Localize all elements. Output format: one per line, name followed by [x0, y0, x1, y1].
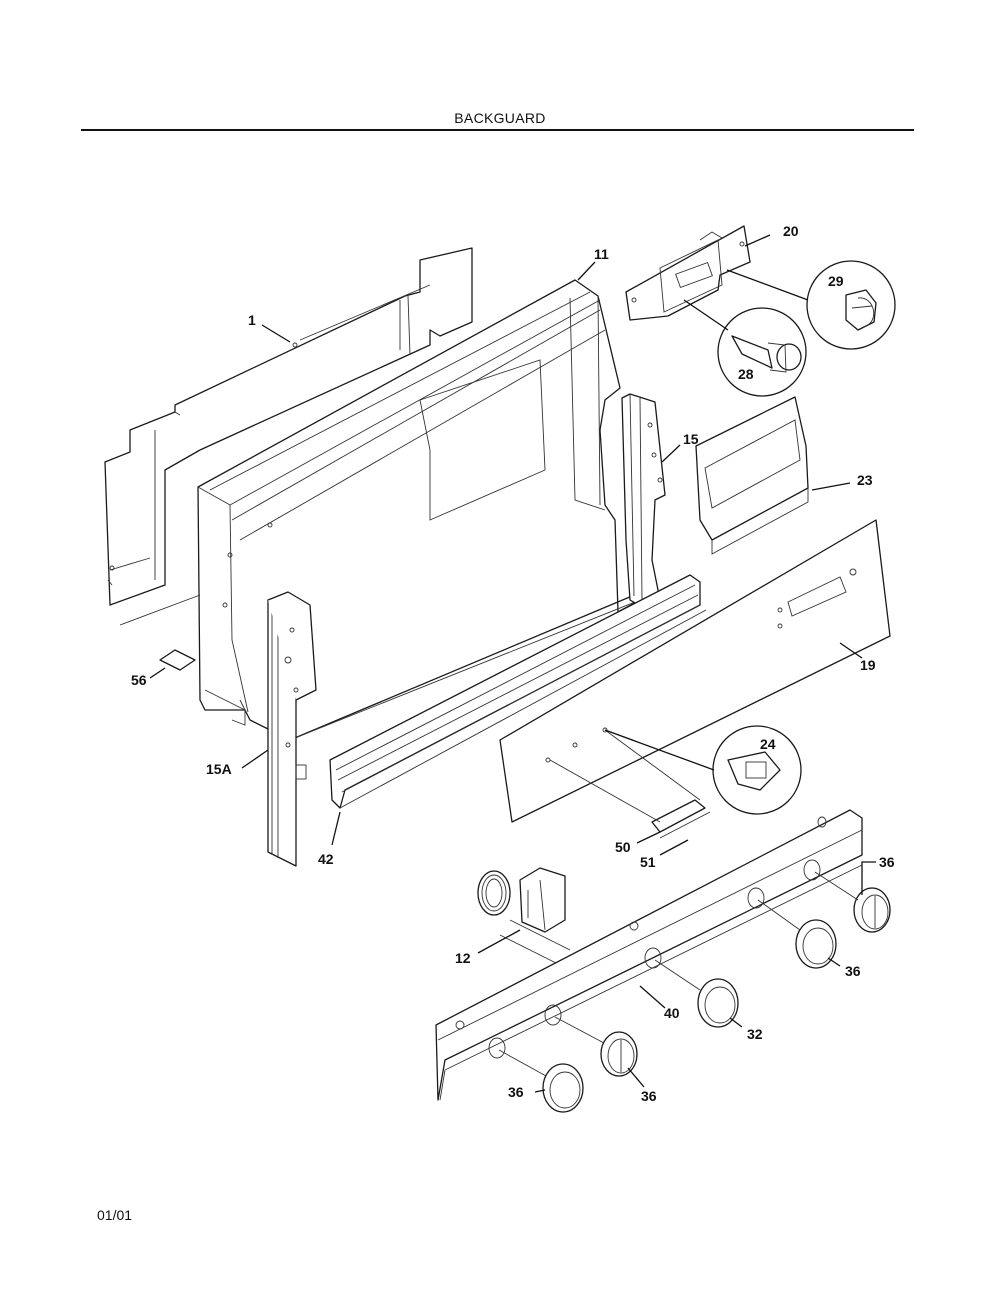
part-42-trim-rail: [329, 574, 707, 809]
part-56-bracket: [119, 594, 201, 671]
callout-36-right: 36: [845, 963, 861, 979]
callout-51: 51: [640, 854, 656, 870]
callout-12: 12: [455, 950, 471, 966]
callout-40: 40: [664, 1005, 680, 1021]
part-29-detail-circle: [726, 260, 896, 350]
callout-labels: 1 11 20 29 28 15 23 19 56 15A 24 42 50 5…: [131, 223, 895, 1104]
part-50-51-brackets: [549, 729, 711, 839]
callout-56: 56: [131, 672, 147, 688]
part-19-control-panel: [499, 519, 891, 823]
callout-29: 29: [828, 273, 844, 289]
page-title: BACKGUARD: [454, 110, 546, 126]
callout-32: 32: [747, 1026, 763, 1042]
knob-36-right: [757, 899, 837, 969]
knob-36-center: [554, 1016, 638, 1077]
callout-20: 20: [783, 223, 799, 239]
callout-28: 28: [738, 366, 754, 382]
part-23-overlay-frame: [695, 396, 809, 555]
callout-36-left: 36: [508, 1084, 524, 1100]
callout-1: 1: [248, 312, 256, 328]
part-1-rear-panel: [104, 247, 473, 606]
knobs: [498, 871, 891, 1113]
callout-36-top-right: 36: [879, 854, 895, 870]
footer-date: 01/01: [97, 1207, 133, 1223]
part-40-manifold-panel: [435, 809, 863, 1101]
part-detail-circle: [717, 307, 807, 397]
callout-50: 50: [615, 839, 631, 855]
callout-19: 19: [860, 657, 876, 673]
callout-36-center: 36: [641, 1088, 657, 1104]
leader-lines: [149, 234, 876, 1093]
knob-32: [654, 959, 739, 1028]
part-15-right-bracket: [621, 393, 666, 608]
header-divider: [81, 129, 914, 131]
part-15a-left-bracket: [267, 591, 317, 867]
callout-15: 15: [683, 431, 699, 447]
knob-36-right-top: [814, 871, 891, 933]
part-12-thermostat: [477, 867, 571, 966]
callout-15a: 15A: [206, 761, 232, 777]
part-24-detail-circle: [604, 725, 802, 815]
callout-24: 24: [760, 736, 776, 752]
part-detail-circle: [806, 260, 896, 350]
part-20-clock-bracket: [625, 225, 751, 321]
callout-42: 42: [318, 851, 334, 867]
part-28-detail-circle: [683, 299, 807, 397]
knob-36-left: [498, 1049, 584, 1113]
callout-11: 11: [594, 246, 609, 262]
callout-23: 23: [857, 472, 873, 488]
